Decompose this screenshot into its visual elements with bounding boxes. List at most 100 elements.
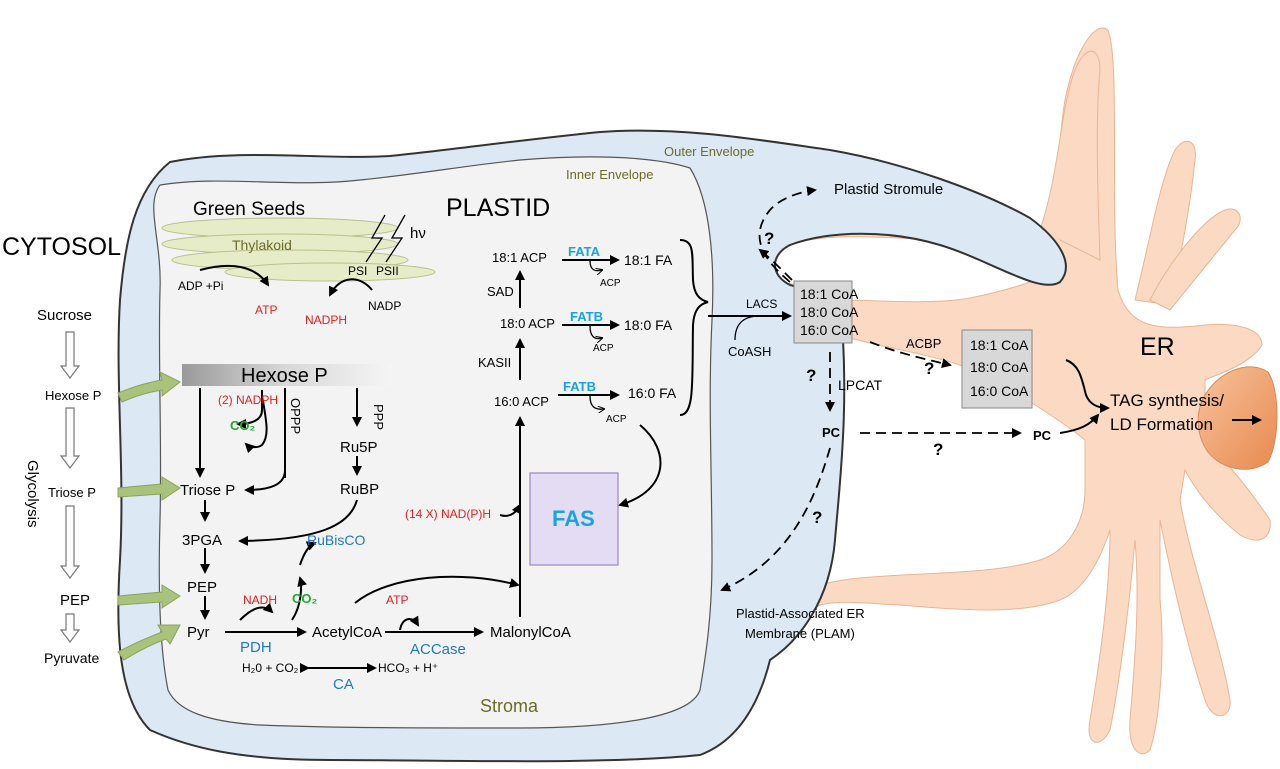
cytosol-pep-label: PEP bbox=[60, 592, 90, 609]
triose-p-label: Triose P bbox=[180, 482, 235, 499]
ru5p-label: Ru5P bbox=[340, 439, 378, 456]
acbp-label: ACBP bbox=[906, 336, 941, 351]
malonylcoa-label: MalonylCoA bbox=[490, 624, 571, 641]
pool1-item: 16:0 CoA bbox=[800, 322, 859, 338]
cytosol-label: CYTOSOL bbox=[2, 233, 121, 261]
light-bolt-icon bbox=[365, 214, 386, 263]
pool1-item: 18:0 CoA bbox=[800, 304, 859, 320]
nadph-2-label: (2) NADPH bbox=[218, 393, 278, 407]
adp-pi-label: ADP +Pi bbox=[178, 279, 223, 293]
light-bolt-icon bbox=[385, 214, 406, 263]
fa160-label: 16:0 FA bbox=[628, 385, 677, 401]
plastid-label: PLASTID bbox=[446, 194, 550, 222]
psii-label: PSII bbox=[376, 264, 399, 278]
tag-synthesis-label: TAG synthesis/ bbox=[1110, 391, 1224, 410]
thylakoid-stack bbox=[161, 217, 436, 282]
oppp-label: OPPP bbox=[288, 398, 303, 434]
pdh-label: PDH bbox=[240, 639, 272, 656]
coash-label: CoASH bbox=[728, 344, 771, 359]
pyr-label: Pyr bbox=[187, 624, 210, 641]
hco3-label: HCO₃ + H⁺ bbox=[378, 661, 438, 675]
fas-label: FAS bbox=[552, 506, 595, 531]
nadph-14-label: (14 X) NAD(P)H bbox=[405, 507, 491, 521]
dashed-transport-arrows bbox=[720, 186, 1022, 592]
er-label: ER bbox=[1140, 333, 1175, 361]
stroma-label: Stroma bbox=[480, 696, 539, 716]
acetylcoa-label: AcetylCoA bbox=[312, 624, 382, 641]
fa180-label: 18:0 FA bbox=[624, 317, 673, 333]
rubp-label: RuBP bbox=[340, 481, 379, 498]
pool2-item: 18:1 CoA bbox=[970, 337, 1029, 353]
plam-label-1: Plastid-Associated ER bbox=[736, 606, 865, 621]
tag-arrow-coa bbox=[1065, 359, 1110, 413]
co2-b-label: CO₂ bbox=[292, 591, 318, 606]
atp-label: ATP bbox=[255, 303, 277, 317]
acp180-label: 18:0 ACP bbox=[500, 316, 555, 331]
light-label: hν bbox=[410, 225, 426, 242]
pga-label: 3PGA bbox=[182, 532, 222, 549]
outer-envelope-label: Outer Envelope bbox=[664, 144, 754, 159]
acp181-label: 18:1 ACP bbox=[492, 250, 547, 265]
nadp-label: NADP bbox=[368, 299, 401, 313]
acp160-label: 16:0 ACP bbox=[494, 394, 549, 409]
brace bbox=[679, 239, 709, 416]
er-network bbox=[719, 27, 1271, 755]
fata-label: FATA bbox=[568, 244, 601, 259]
green-seeds-label: Green Seeds bbox=[193, 199, 305, 220]
lacs-label: LACS bbox=[746, 297, 777, 311]
cytosol-triose-p-label: Triose P bbox=[48, 485, 96, 500]
ca-label: CA bbox=[333, 676, 354, 693]
pool1-item: 18:1 CoA bbox=[800, 286, 859, 302]
hexose-p-bar bbox=[182, 364, 392, 386]
sad-label: SAD bbox=[487, 284, 514, 299]
kasii-label: KASII bbox=[478, 355, 511, 370]
glycolysis-arrows bbox=[59, 331, 81, 643]
acp-small-3: ACP bbox=[606, 414, 627, 425]
hexose-p-label: Hexose P bbox=[241, 365, 328, 387]
nadph-label: NADPH bbox=[305, 313, 347, 327]
pc-label-1: PC bbox=[822, 425, 841, 440]
fas-box bbox=[529, 472, 619, 566]
ld-formation-label: LD Formation bbox=[1110, 415, 1213, 434]
atp-b-label: ATP bbox=[386, 593, 408, 607]
co2-label: CO₂ bbox=[230, 418, 256, 433]
ppp-label: PPP bbox=[371, 404, 386, 430]
question-mark: ? bbox=[933, 440, 943, 459]
lipid-droplet bbox=[1197, 366, 1278, 470]
nadh-label: NADH bbox=[243, 593, 277, 607]
acp-small-1: ACP bbox=[600, 278, 621, 289]
question-mark: ? bbox=[806, 366, 816, 385]
plastid-acyl-coa-box bbox=[793, 280, 853, 344]
er-acyl-coa-box bbox=[961, 329, 1033, 409]
central-metabolism-arrows bbox=[195, 388, 662, 673]
accase-label: ACCase bbox=[410, 641, 466, 658]
fatb1-label: FATB bbox=[570, 309, 603, 324]
fatb2-label: FATB bbox=[563, 379, 596, 394]
pc-label-2: PC bbox=[1033, 428, 1052, 443]
stromule-label: Plastid Stromule bbox=[834, 181, 943, 198]
plam-label-2: Membrane (PLAM) bbox=[745, 626, 855, 641]
cytosol-pyruvate-label: Pyruvate bbox=[44, 650, 99, 666]
pool2-item: 16:0 CoA bbox=[970, 383, 1029, 399]
cytosol-hexose-p-label: Hexose P bbox=[45, 388, 101, 403]
nadph-reduction-arrow bbox=[329, 278, 373, 297]
question-mark: ? bbox=[924, 359, 934, 378]
tag-arrow-pc bbox=[1059, 413, 1100, 434]
glycolysis-label: Glycolysis bbox=[24, 460, 41, 528]
inner-envelope-label: Inner Envelope bbox=[566, 167, 653, 182]
fatty-acid-arrows bbox=[515, 239, 792, 416]
inner-envelope bbox=[153, 156, 714, 729]
atp-synthesis-arrow bbox=[199, 264, 270, 287]
fa181-label: 18:1 FA bbox=[624, 252, 673, 268]
rubisco-label: RuBisCO bbox=[307, 532, 365, 548]
thylakoid-label: Thylakoid bbox=[232, 237, 292, 253]
pool2-item: 18:0 CoA bbox=[970, 359, 1029, 375]
pep-label: PEP bbox=[187, 579, 217, 596]
h2o-co2-label: H₂0 + CO₂ bbox=[242, 661, 299, 675]
psi-label: PSI bbox=[348, 264, 367, 278]
acp-small-2: ACP bbox=[593, 343, 614, 354]
transporter-arrows bbox=[117, 371, 181, 661]
lpcat-label: LPCAT bbox=[838, 377, 883, 393]
question-mark: ? bbox=[764, 229, 774, 248]
